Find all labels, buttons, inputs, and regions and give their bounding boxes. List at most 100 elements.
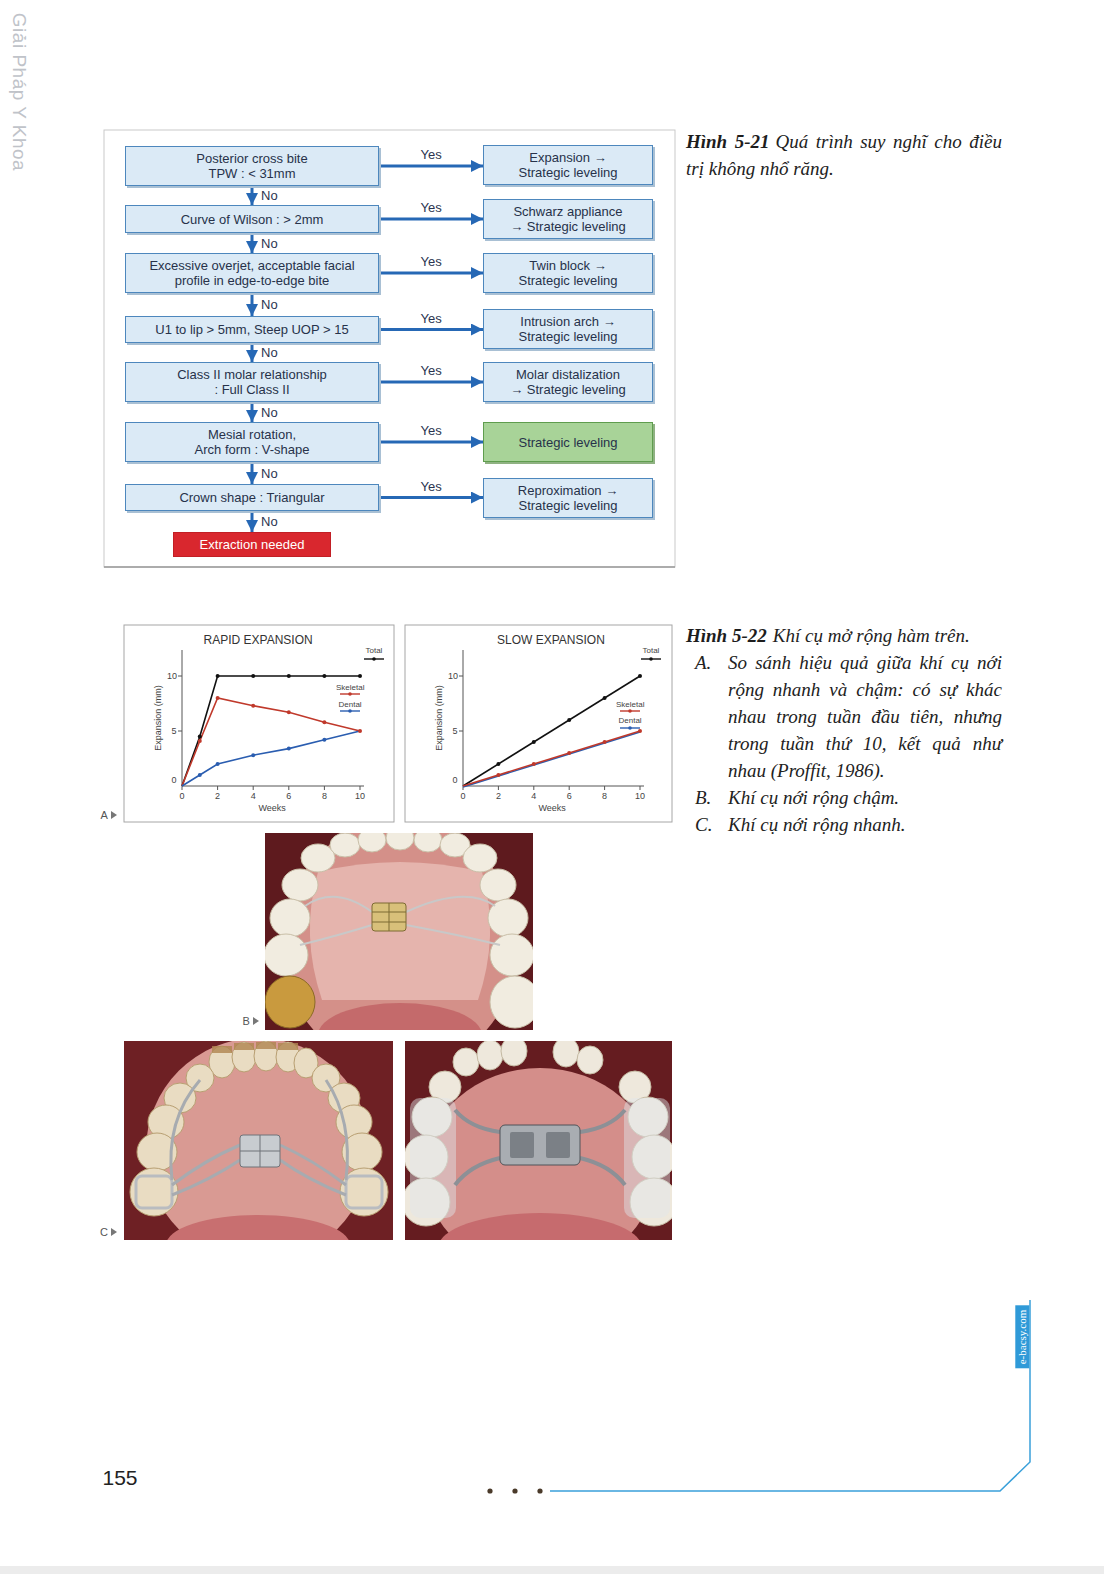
dental-photo [580,1158,625,1185]
page-decoration [0,1566,1104,1574]
chart-marker [603,740,607,744]
caption-item: B.Khí cụ nới rộng chậm. [686,784,1002,811]
tick-label: 10 [167,671,177,681]
node-text: Crown shape : Triangular [179,490,324,505]
chart-marker [198,674,642,777]
chart-marker [216,674,220,678]
node-text: U1 to lip > 5mm, Steep UOP > 15 [155,322,348,337]
edge-label: Yes [419,147,444,162]
dental-photo [260,1135,261,1167]
dental-photo [490,934,533,976]
dental-photo [172,1160,240,1195]
tick-label: 0 [180,791,185,801]
dental-photo [240,1135,280,1167]
process-box: Schwarz appliance → Strategic leveling [483,199,653,239]
dental-photo [305,897,372,912]
chart-frame [124,625,394,822]
decision-box: Excessive overjet, acceptable facial pro… [125,253,379,293]
panel-pointer [111,811,117,819]
dental-photo [124,1041,393,1240]
flow-arrow [251,511,254,532]
tick-label: 8 [322,791,327,801]
axis-title: Weeks [259,803,286,813]
decision-box: Class II molar relationship : Full Class… [125,362,379,402]
edge-label: No [259,236,280,251]
decision-box: Posterior cross bite TPW : < 31mm [125,146,379,186]
node-text: Expansion → Strategic leveling [493,150,643,180]
chart-marker [322,720,326,724]
dental-photo [501,1041,527,1066]
chart-series [182,731,360,786]
chart-marker [638,674,642,678]
dental-photo [372,903,406,931]
chart-series [182,698,360,786]
edge-label: No [259,297,280,312]
caption-item-text: Khí cụ nới rộng chậm. [728,784,1002,811]
dental-photo [130,1041,388,1216]
node-text: Curve of Wilson : > 2mm [181,212,324,227]
chart-marker [216,762,220,766]
dental-photo [624,1098,670,1218]
dental-photo [330,833,360,857]
dental-photo [254,1041,278,1071]
chart-marker [251,753,255,757]
dental-photo [310,862,490,1000]
dental-photo [410,1098,670,1218]
flow-arrow [251,293,254,316]
dental-photo [405,1041,672,1240]
flow-arrow [251,233,254,253]
dental-photo [270,899,310,937]
edge-label: No [259,405,280,420]
dental-photo [346,1176,382,1208]
dental-photo [234,1043,254,1050]
dental-photo [455,1158,500,1185]
chart-series [463,732,640,787]
dental-photo [256,1042,276,1049]
chart-series [463,676,640,786]
tick-label: 0 [461,791,466,801]
tick-label: 2 [496,791,501,801]
edge-label: Yes [419,363,444,378]
edge-label: No [259,188,280,203]
figure-caption-block: Hình 5-22Khí cụ mở rộng hàm trên. A.So s… [686,622,1002,838]
dental-photo [278,1043,298,1050]
dental-photo [212,1046,232,1053]
legend-label: Total [643,646,660,655]
watermark: e-bacsy.com [1015,1306,1029,1369]
node-text: Extraction needed [200,537,305,552]
flow-arrow [379,165,483,168]
page-decoration [537,1488,542,1493]
chart-axis [182,650,364,786]
process-box: Molar distalization → Strategic leveling [483,362,653,402]
edge-label: Yes [419,423,444,438]
chart-frame [124,625,672,822]
chart-marker [603,696,607,700]
chart-marker [496,773,500,777]
decision-box: Crown shape : Triangular [125,484,379,511]
node-text: Schwarz appliance → Strategic leveling [493,204,643,234]
dental-photo [240,1135,280,1167]
dental-photo [358,833,386,852]
node-text: Strategic leveling [519,435,618,450]
list-marker: A. [695,649,711,676]
decision-box: Mesial rotation, Arch form : V-shape [125,422,379,462]
dental-photo [136,1176,172,1208]
legend-sample [348,709,352,713]
edge-label: No [259,345,280,360]
edge-label: Yes [419,254,444,269]
terminal-box: Extraction needed [173,532,331,557]
page-decoration [512,1488,517,1493]
tick-label: 10 [355,791,365,801]
chart-marker [532,740,536,744]
dental-photo [386,833,414,850]
chart-axis [463,650,644,786]
tick-label: 0 [453,775,458,785]
node-text: Excessive overjet, acceptable facial pro… [134,258,370,288]
chart-series [463,731,640,786]
edge-label: Yes [419,200,444,215]
edge-label: No [259,514,280,529]
watermark: Giải Pháp Y Khoa [8,13,30,171]
dental-photo [280,1160,346,1195]
dental-photo [282,869,318,901]
